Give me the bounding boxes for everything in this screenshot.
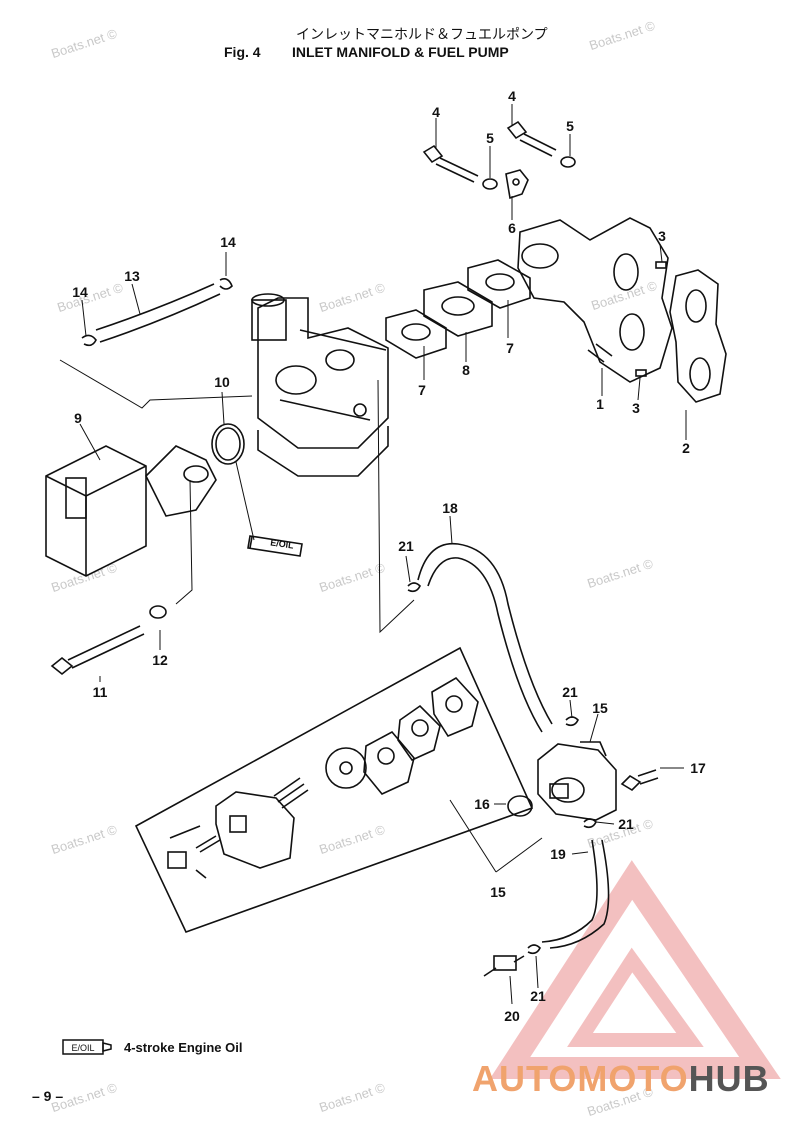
callout-18: 18	[442, 500, 458, 516]
callout-3: 3	[632, 400, 640, 416]
clip-21-b	[565, 716, 579, 727]
callout-20: 20	[504, 1008, 520, 1024]
callout-21: 21	[618, 816, 634, 832]
callout-15: 15	[490, 884, 506, 900]
gasket-2	[669, 269, 727, 403]
callout-2: 2	[682, 440, 690, 456]
gasket-7-front	[385, 309, 447, 359]
bracket-6	[505, 169, 529, 200]
washer-5-right	[560, 156, 576, 168]
brand-logo: AUTOMOTOHUB	[472, 1058, 770, 1100]
clip-21-d	[527, 944, 541, 955]
oil-tube-icon	[247, 535, 303, 557]
o-ring-16	[507, 795, 533, 817]
callout-10: 10	[214, 374, 230, 390]
dowel-pin-3-top	[655, 261, 667, 269]
callout-14: 14	[220, 234, 236, 250]
page-number: – 9 –	[32, 1088, 64, 1104]
fuel-hose-19	[541, 839, 610, 949]
clip-14-top	[219, 278, 233, 290]
callout-8: 8	[462, 362, 470, 378]
bolt-17	[620, 769, 659, 792]
callout-4: 4	[508, 88, 516, 104]
logo-part-2: HUB	[688, 1058, 770, 1099]
leader-lines	[59, 104, 687, 1005]
callout-11: 11	[92, 684, 108, 700]
insulator-8	[423, 281, 493, 337]
callout-7: 7	[506, 340, 514, 356]
logo-part-1: AUTOMOTO	[472, 1058, 689, 1099]
callout-17: 17	[690, 760, 706, 776]
callout-21: 21	[398, 538, 414, 554]
washer-5-left	[482, 178, 498, 190]
callout-3: 3	[658, 228, 666, 244]
washer-12	[149, 605, 167, 619]
figure-number: Fig. 4	[224, 44, 261, 60]
callout-12: 12	[152, 652, 168, 668]
bolt-4-right	[506, 120, 557, 157]
callout-9: 9	[74, 410, 82, 426]
gasket-7-rear	[467, 259, 531, 309]
callout-21: 21	[530, 988, 546, 1004]
callout-7: 7	[418, 382, 426, 398]
fuel-hose-18	[417, 542, 553, 733]
clip-14-left	[81, 334, 97, 347]
clip-21-c	[583, 818, 597, 829]
fuel-pump-15	[537, 741, 617, 821]
japanese-title: インレットマニホルド＆フュエルポンプ	[296, 27, 548, 43]
bolt-11	[50, 625, 145, 676]
bolt-4-left	[422, 144, 479, 183]
callout-1: 1	[596, 396, 604, 412]
clip-21-a	[407, 582, 421, 593]
carburetor	[251, 293, 389, 477]
callout-19: 19	[550, 846, 566, 862]
legend-icon-label: E/OIL	[71, 1043, 94, 1053]
legend-text: 4-stroke Engine Oil	[124, 1040, 243, 1055]
callout-13: 13	[124, 268, 140, 284]
fuel-filter-20	[483, 955, 525, 977]
callout-5: 5	[566, 118, 574, 134]
callout-15: 15	[592, 700, 608, 716]
callout-5: 5	[486, 130, 494, 146]
callout-14: 14	[72, 284, 88, 300]
inlet-manifold-1	[517, 217, 673, 383]
hose-13	[95, 283, 221, 343]
intake-silencer-9	[45, 445, 217, 577]
dowel-pin-3-bottom	[635, 369, 647, 377]
pump-internals-box	[134, 646, 534, 933]
callout-21: 21	[562, 684, 578, 700]
callout-16: 16	[474, 796, 490, 812]
o-ring-10	[211, 423, 245, 465]
callout-6: 6	[508, 220, 516, 236]
callout-4: 4	[432, 104, 440, 120]
oil-tube-legend-icon: E/OIL	[62, 1039, 112, 1055]
page-title: INLET MANIFOLD & FUEL PUMP	[292, 44, 509, 60]
